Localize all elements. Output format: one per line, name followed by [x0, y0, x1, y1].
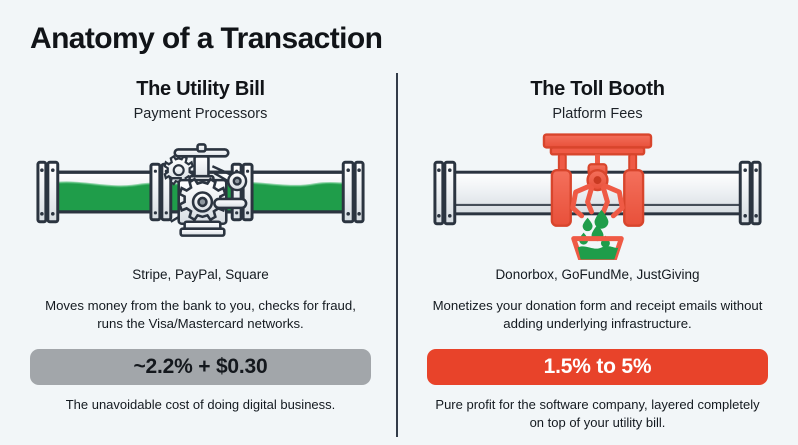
brand-list-right: Donorbox, GoFundMe, JustGiving	[495, 267, 700, 282]
brand-list-left: Stripe, PayPal, Square	[132, 267, 269, 282]
column-divider	[396, 73, 398, 437]
column-title-right: The Toll Booth	[530, 78, 665, 100]
column-subtitle-right: Platform Fees	[552, 106, 643, 122]
toll-booth-crane-icon	[427, 130, 768, 260]
column-subtitle-left: Payment Processors	[133, 106, 268, 122]
pipeline-with-valve-icon	[30, 130, 371, 260]
description-right: Monetizes your donation form and receipt…	[432, 297, 763, 332]
column-title-left: The Utility Bill	[136, 78, 265, 100]
fee-badge-left: ~2.2% + $0.30	[30, 349, 371, 386]
fee-badge-right: 1.5% to 5%	[427, 349, 768, 386]
column-utility-bill: The Utility Bill Payment Processors	[0, 72, 399, 445]
description-left: Moves money from the bank to you, checks…	[45, 297, 356, 332]
footnote-right: Pure profit for the software company, la…	[435, 397, 760, 431]
page-title: Anatomy of a Transaction	[30, 22, 383, 55]
comparison-columns: The Utility Bill Payment Processors	[0, 72, 798, 445]
footnote-left: The unavoidable cost of doing digital bu…	[65, 397, 336, 413]
column-toll-booth: The Toll Booth Platform Fees	[399, 72, 798, 445]
